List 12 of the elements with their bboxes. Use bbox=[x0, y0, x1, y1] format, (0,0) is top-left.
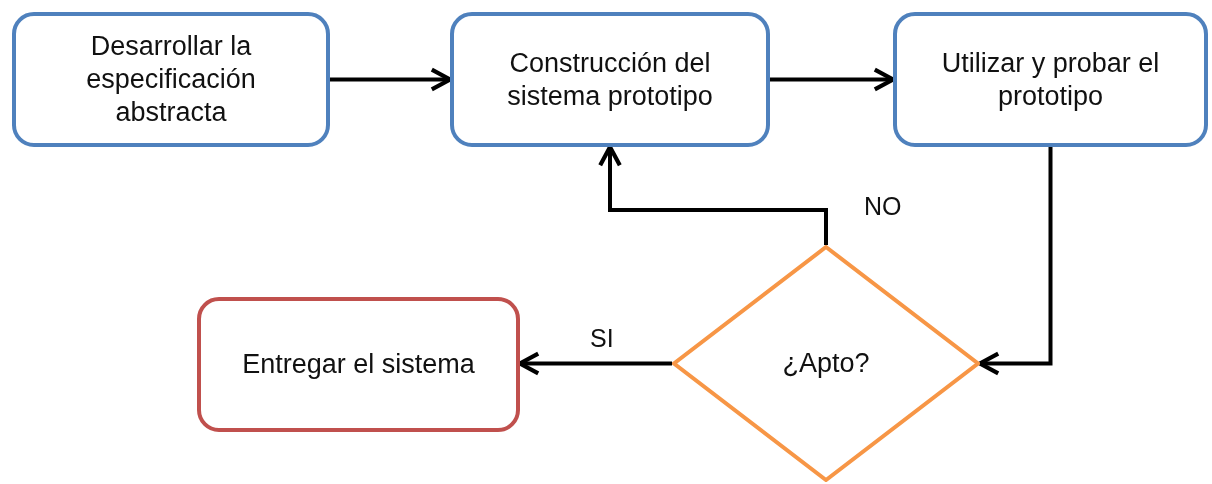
arrow bbox=[598, 144, 828, 245]
node-label: ¿Apto? bbox=[782, 347, 870, 380]
end-box bbox=[197, 297, 520, 432]
node-label: Construcción del sistema prototipo bbox=[506, 46, 714, 113]
process-box bbox=[12, 12, 330, 147]
decision-diamond bbox=[672, 245, 980, 482]
process-box bbox=[450, 12, 770, 147]
arrow bbox=[977, 147, 1053, 376]
process-box bbox=[893, 12, 1208, 147]
node-label: Utilizar y probar el prototipo bbox=[940, 46, 1161, 113]
node-label: Desarrollar la especificación abstracta bbox=[85, 30, 257, 129]
node-label: Entregar el sistema bbox=[242, 348, 475, 381]
